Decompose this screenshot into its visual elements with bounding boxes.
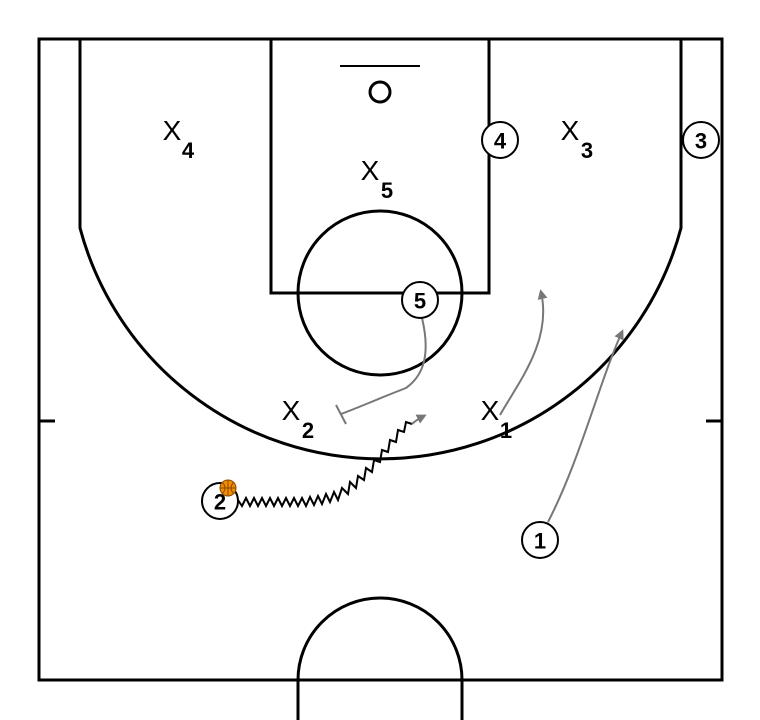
basketball-icon	[219, 479, 237, 497]
dribble-arrow-tip	[411, 414, 427, 425]
defender-3: X 3	[561, 115, 593, 163]
defender-2: X 2	[282, 395, 314, 443]
player-3-number: 3	[695, 129, 707, 154]
defender-1: X 1	[481, 395, 512, 443]
screen-icon	[335, 404, 347, 425]
movement-paths	[237, 289, 624, 523]
player-1-number: 1	[534, 529, 546, 554]
player-2-number: 2	[214, 490, 226, 515]
hoop	[368, 80, 392, 104]
player-4-number: 4	[494, 129, 507, 154]
defender-2-number: 2	[302, 418, 314, 443]
center-circle	[296, 596, 464, 720]
defender-5: X 5	[361, 155, 393, 203]
court-lines	[37, 37, 724, 720]
player-3: 3	[682, 121, 720, 159]
offense: 4 3 5 2 1	[201, 121, 720, 559]
court-boundary	[37, 37, 724, 682]
defender-3-x: X	[561, 115, 580, 146]
player-1: 1	[521, 521, 559, 559]
screen-path-player-5	[340, 317, 427, 415]
player-5-circle	[401, 281, 439, 319]
player-5-number: 5	[414, 289, 426, 314]
defender-5-number: 5	[381, 178, 393, 203]
player-4: 4	[481, 121, 519, 159]
cut-path-player-1	[547, 329, 624, 523]
cut-path-wing	[499, 289, 548, 416]
lane	[269, 37, 491, 295]
defender-4: X 4	[163, 115, 195, 163]
player-4-circle	[481, 121, 519, 159]
player-3-circle	[682, 121, 720, 159]
defender-1-x: X	[481, 395, 500, 426]
dribble-path	[237, 420, 413, 509]
player-1-circle	[521, 521, 559, 559]
defender-4-x: X	[163, 115, 182, 146]
defender-1-number: 1	[500, 418, 512, 443]
free-throw-circle	[296, 209, 464, 377]
defender-5-x: X	[361, 155, 380, 186]
defender-4-number: 4	[182, 138, 195, 163]
player-5: 5	[401, 281, 439, 319]
defender-2-x: X	[282, 395, 301, 426]
defender-3-number: 3	[581, 138, 593, 163]
defenders: X 4 X 3 X 5 X 2 X 1	[163, 115, 593, 443]
